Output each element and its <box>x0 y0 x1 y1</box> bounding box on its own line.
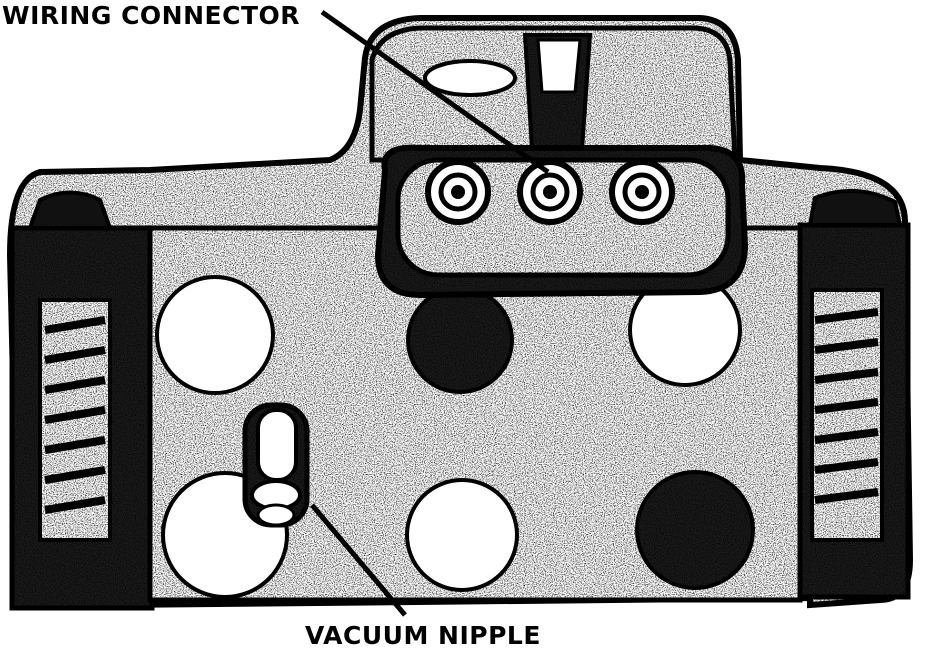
connector-terminal-2 <box>517 159 583 225</box>
connector-terminal-3 <box>609 159 675 225</box>
right-mount <box>797 188 911 600</box>
hole-top-center <box>406 286 514 394</box>
vacuum-nipple-leader <box>310 503 407 617</box>
wiring-connector-leader <box>320 9 550 175</box>
mounting-holes <box>155 273 755 599</box>
left-mount <box>9 190 155 611</box>
hole-top-left <box>155 275 275 395</box>
connector-terminal-1 <box>425 159 491 225</box>
hole-bottom-center <box>405 478 519 592</box>
wiring-connector <box>369 25 749 299</box>
vacuum-nipple-label: VACUUM NIPPLE <box>305 621 541 648</box>
wiring-connector-label: WIRING CONNECTOR <box>2 1 300 30</box>
hole-bottom-right <box>635 470 755 590</box>
vacuum-nipple <box>242 402 310 528</box>
